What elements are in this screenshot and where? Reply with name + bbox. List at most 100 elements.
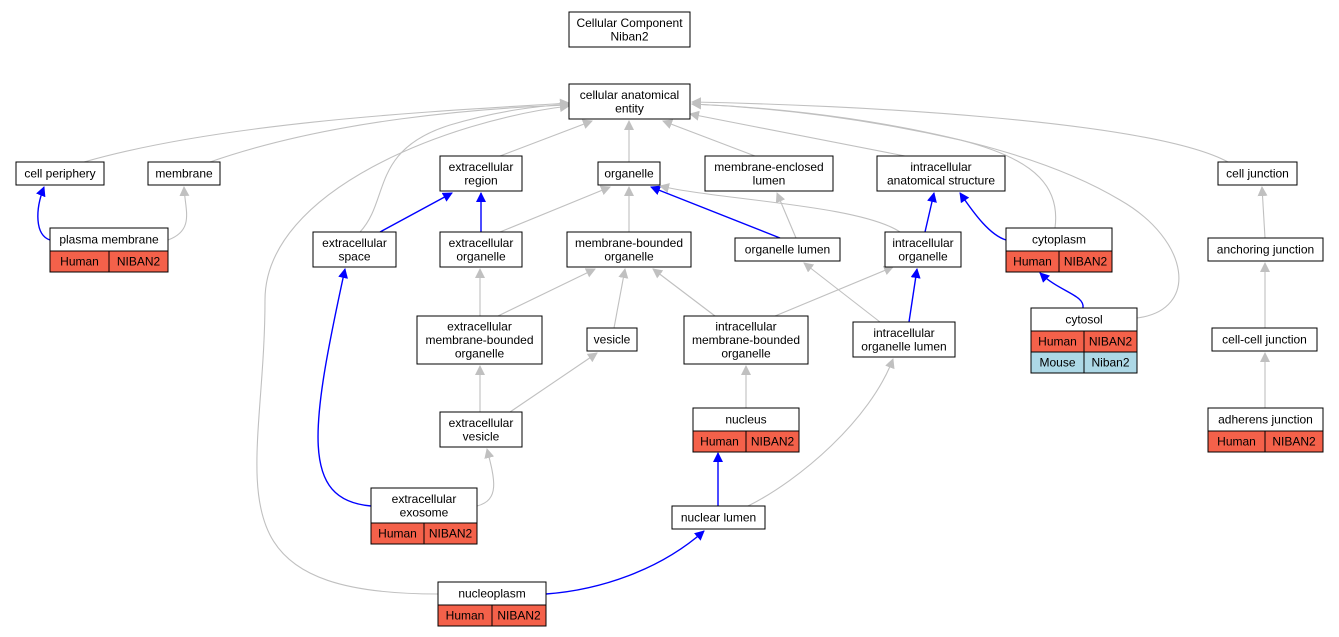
- species-label: Human: [1217, 435, 1256, 449]
- node-label: extracellular: [449, 236, 514, 250]
- edge-cytoplasm-to-intracellular-anatomical-structure: [959, 192, 1007, 241]
- gene-label: Niban2: [1091, 356, 1129, 370]
- node-box: [1217, 161, 1298, 186]
- gene-label: NIBAN2: [751, 435, 795, 449]
- edge-extracellular-exosome-to-extracellular-space: [317, 268, 372, 507]
- node-box: [1207, 237, 1324, 262]
- node-label: organelle: [455, 347, 505, 361]
- gene-label: NIBAN2: [1089, 335, 1133, 349]
- node-box: [439, 155, 523, 192]
- node-label: intracellular: [892, 236, 953, 250]
- node-anchoring-junction[interactable]: anchoring junction: [1207, 237, 1324, 262]
- node-box: [568, 11, 691, 48]
- node-label: vesicle: [463, 429, 500, 443]
- gene-cell: [1058, 250, 1113, 273]
- node-organelle[interactable]: organelle: [597, 161, 661, 186]
- node-label: plasma membrane: [59, 233, 159, 247]
- node-cell-periphery[interactable]: cell periphery: [15, 161, 105, 186]
- node-box: [734, 237, 841, 262]
- node-box: [370, 487, 478, 524]
- node-label: cytosol: [1065, 313, 1102, 327]
- node-label: anatomical structure: [887, 173, 995, 187]
- node-label: nucleus: [725, 413, 766, 427]
- edge-cytosol-to-cytoplasm: [1039, 272, 1084, 309]
- edge-extracellular-space-to-cae: [359, 99, 570, 233]
- node-label: membrane: [155, 167, 213, 181]
- edge-extracellular-region-to-cae: [499, 119, 593, 157]
- edge-extracellular-organelle-to-organelle: [499, 185, 611, 233]
- gene-cell: [1083, 351, 1138, 374]
- node-label: vesicle: [594, 333, 631, 347]
- edge-intracellular-organelle-to-intracellular-anatomical-structure: [924, 192, 937, 233]
- node-box: [876, 155, 1006, 192]
- gene-label: NIBAN2: [1064, 255, 1108, 269]
- node-label: nucleoplasm: [458, 587, 525, 601]
- node-label: membrane-bounded: [692, 333, 800, 347]
- edge-cell-junction-to-cae: [691, 97, 1229, 163]
- gene-label: NIBAN2: [429, 527, 473, 541]
- node-box: [884, 231, 962, 268]
- node-label: exosome: [400, 505, 449, 519]
- species-label: Human: [1038, 335, 1077, 349]
- edge-vesicle-to-membrane-bounded-organelle: [613, 268, 629, 329]
- edge-ic-mb-organelle-to-membrane-bounded-organelle: [652, 268, 716, 317]
- node-label: extracellular: [449, 416, 514, 430]
- edge-plasma-membrane-to-cell-periphery: [36, 186, 51, 241]
- node-label: intracellular: [910, 160, 971, 174]
- edge-extracellular-space-to-extracellular-region: [379, 192, 453, 233]
- gene-cell: [108, 250, 169, 273]
- gene-cell: [423, 522, 478, 545]
- node-label: extracellular: [449, 160, 514, 174]
- node-organelle-lumen[interactable]: organelle lumen: [734, 237, 841, 262]
- edge-ic-organelle-lumen-to-intracellular-organelle: [908, 268, 921, 323]
- edge-intracellular-anatomical-structure-to-cae: [689, 110, 906, 157]
- edge-cytoplasm-to-cae: [691, 99, 1057, 229]
- edge-ic-organelle-lumen-to-organelle-lumen: [803, 262, 881, 323]
- node-box: [683, 315, 809, 365]
- edge-layer: [36, 97, 1270, 595]
- node-cell-junction[interactable]: cell junction: [1217, 161, 1298, 186]
- node-label: organelle: [721, 347, 771, 361]
- species-label: Human: [60, 255, 99, 269]
- node-box: [568, 83, 691, 120]
- species-label: Human: [700, 435, 739, 449]
- species-label: Human: [1013, 255, 1052, 269]
- gene-cell: [491, 604, 547, 627]
- edge-ic-mb-organelle-to-intracellular-organelle: [774, 265, 894, 317]
- edge-nucleoplasm-to-nuclear-lumen: [545, 530, 705, 595]
- edge-plasma-membrane-to-membrane: [167, 186, 190, 241]
- node-box: [586, 327, 638, 352]
- node-vesicle[interactable]: vesicle: [586, 327, 638, 352]
- node-nuclear-lumen[interactable]: nuclear lumen: [671, 505, 766, 530]
- node-box: [439, 231, 523, 268]
- node-label: cell periphery: [24, 167, 95, 181]
- node-box: [1211, 327, 1318, 352]
- node-box: [852, 321, 956, 358]
- node-cell-cell-junction[interactable]: cell-cell junction: [1211, 327, 1318, 352]
- node-membrane[interactable]: membrane: [147, 161, 221, 186]
- node-label: cell-cell junction: [1222, 333, 1307, 347]
- node-label: extracellular: [322, 236, 387, 250]
